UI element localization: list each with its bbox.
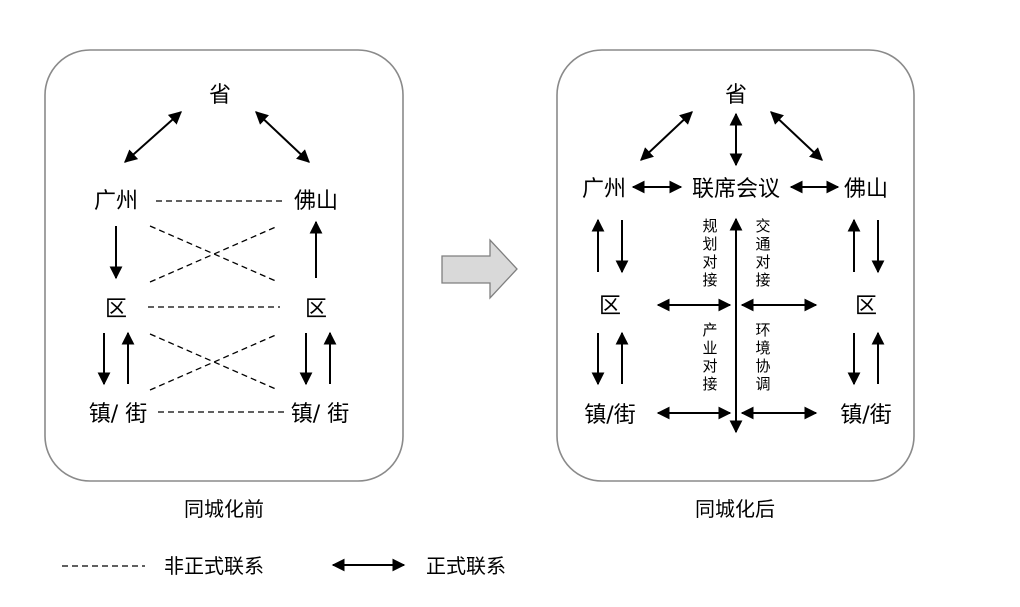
industry-char: 对 [702,357,717,375]
environment-label: 环 境 协 调 [755,321,770,393]
before-cross-dashed-link-3 [149,333,279,391]
after-foshan-label: 佛山 [844,177,888,202]
before-cross-dashed-link-2 [149,225,279,283]
environment-char: 调 [755,375,770,393]
after-district-right-label: 区 [855,294,877,319]
transport-char: 接 [755,271,770,289]
after-town-left-label: 镇/街 [584,403,635,428]
before-province-label: 省 [209,83,231,108]
after-town-right-label: 镇/街 [840,403,891,428]
transport-char: 通 [755,235,770,253]
before-foshan-label: 佛山 [294,189,338,214]
before-town-left-label: 镇/ 街 [89,402,147,427]
before-province-foshan-arrow [255,111,310,163]
transport-char: 交 [755,217,770,235]
before-guangzhou-label: 广州 [94,189,138,214]
planning-char: 划 [702,235,717,253]
before-town-right-label: 镇/ 街 [291,402,349,427]
after-province-foshan-arrow [770,111,823,161]
after-meeting-label: 联席会议 [692,177,780,202]
before-cross-dashed-link-1 [149,225,279,283]
planning-label: 规 划 对 接 [702,217,717,289]
industry-char: 产 [702,321,717,339]
environment-char: 环 [755,321,770,339]
after-province-guangzhou-arrow [640,111,693,161]
after-caption: 同城化后 [695,497,775,521]
before-panel: 省 广州 佛山 区 区 镇/ 街 镇/ 街 同城化前 [44,49,404,521]
legend-informal-label: 非正式联系 [164,554,264,578]
environment-char: 协 [755,357,770,375]
transition-arrow-icon [441,238,518,300]
before-caption: 同城化前 [184,497,264,521]
after-guangzhou-label: 广州 [582,177,626,202]
before-cross-dashed-link-4 [149,333,279,391]
industry-char: 接 [702,375,717,393]
before-province-guangzhou-arrow [124,111,182,163]
legend: 非正式联系 正式联系 [62,554,506,578]
transport-label: 交 通 对 接 [755,217,770,289]
before-district-right-label: 区 [305,297,327,322]
planning-char: 接 [702,271,717,289]
planning-char: 规 [702,217,717,235]
industry-label: 产 业 对 接 [702,321,717,393]
before-district-left-label: 区 [105,297,127,322]
legend-formal-label: 正式联系 [426,554,506,578]
after-district-left-label: 区 [599,294,621,319]
environment-char: 境 [755,339,770,357]
industry-char: 业 [702,339,717,357]
after-panel: 省 广州 联席会议 佛山 区 区 镇/街 镇/街 规 [556,49,915,521]
planning-char: 对 [702,253,717,271]
after-province-label: 省 [725,83,747,108]
transport-char: 对 [755,253,770,271]
